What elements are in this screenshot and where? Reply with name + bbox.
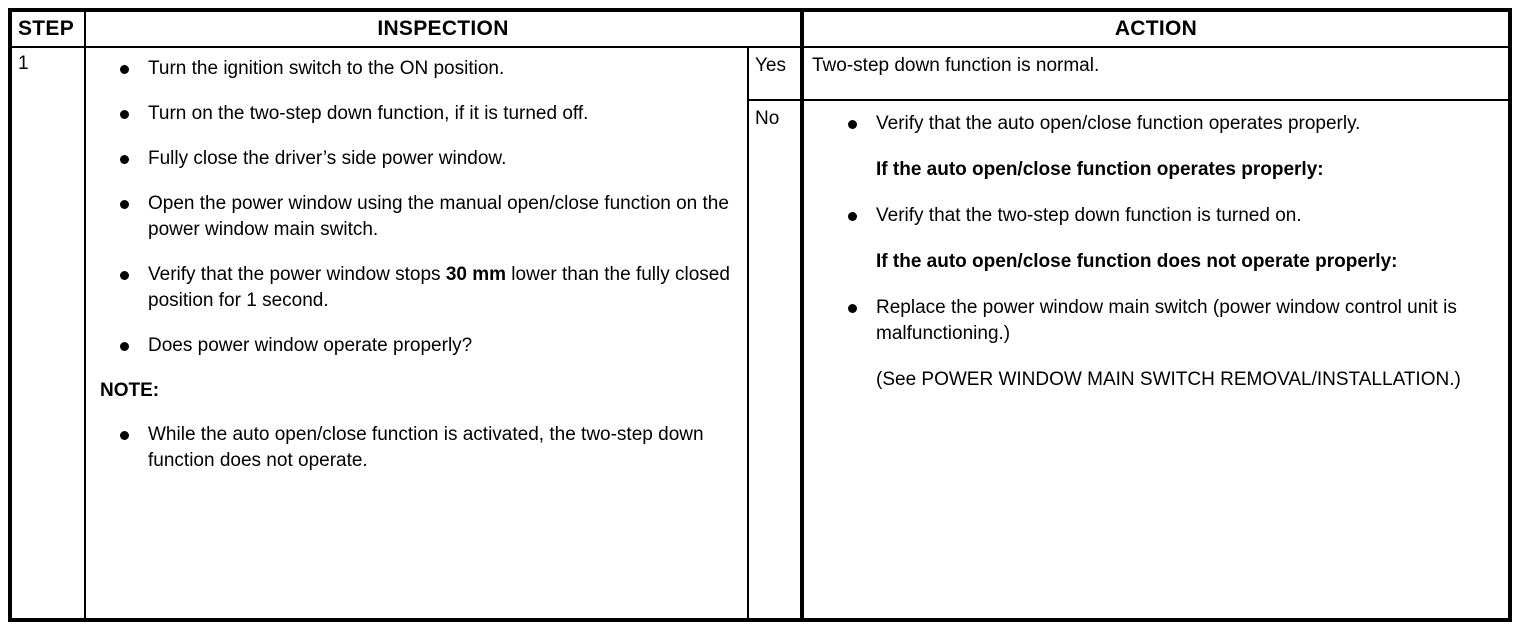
inspection-bullet-list: Turn the ignition switch to the ON posit…	[92, 56, 741, 359]
action-yes-cell: Two-step down function is normal.	[804, 48, 1508, 101]
inspection-bullet-item: Fully close the driver’s side power wind…	[92, 146, 741, 172]
action-bullet-list: Replace the power window main switch (po…	[814, 295, 1498, 347]
bullet-dot-icon	[120, 65, 129, 74]
outcome-label-column: Yes No	[749, 48, 804, 618]
action-bullet-item: Verify that the two-step down function i…	[814, 203, 1498, 229]
action-cell-column: Two-step down function is normal. Verify…	[804, 48, 1508, 618]
action-bullet-text: Verify that the two-step down function i…	[876, 205, 1302, 226]
note-bullet-item: While the auto open/close function is ac…	[92, 422, 741, 474]
table-body-row: 1 Turn the ignition switch to the ON pos…	[12, 48, 1508, 618]
outcome-label-no: No	[755, 108, 780, 129]
step-number-cell: 1	[12, 48, 86, 618]
measurement-text-before: Verify that the power window stops	[148, 264, 446, 285]
action-reference-text: (See POWER WINDOW MAIN SWITCH REMOVAL/IN…	[876, 369, 1461, 390]
bullet-dot-icon	[120, 200, 129, 209]
bullet-dot-icon	[120, 110, 129, 119]
action-bullet-list: Verify that the auto open/close function…	[814, 111, 1498, 137]
bullet-dot-icon	[120, 342, 129, 351]
inspection-question-bullet-item: Does power window operate properly?	[92, 333, 741, 359]
inspection-bullet-item: Turn the ignition switch to the ON posit…	[92, 56, 741, 82]
note-label: NOTE:	[100, 380, 160, 401]
column-header-step: STEP	[12, 12, 86, 46]
action-no-cell: Verify that the auto open/close function…	[804, 101, 1508, 618]
inspection-bullet-item: Turn on the two-step down function, if i…	[92, 101, 741, 127]
action-bullet-text: Replace the power window main switch (po…	[876, 297, 1457, 344]
inspection-bullet-text: Turn the ignition switch to the ON posit…	[148, 58, 505, 79]
inspection-question-text: Does power window operate properly?	[148, 335, 473, 356]
action-bold-heading-2: If the auto open/close function does not…	[876, 251, 1398, 272]
inspection-bullet-text: Fully close the driver’s side power wind…	[148, 148, 507, 169]
bullet-dot-icon	[848, 304, 857, 313]
action-bullet-item: Verify that the auto open/close function…	[814, 111, 1498, 137]
note-bullet-text: While the auto open/close function is ac…	[148, 424, 704, 471]
inspection-bullet-text: Turn on the two-step down function, if i…	[148, 103, 589, 124]
action-bullet-list: Verify that the two-step down function i…	[814, 203, 1498, 229]
inspection-cell: Turn the ignition switch to the ON posit…	[86, 48, 749, 618]
column-header-inspection: INSPECTION	[86, 12, 804, 46]
column-header-action: ACTION	[1114, 17, 1198, 40]
table-header-row: STEP INSPECTION ACTION	[12, 12, 1508, 48]
outcome-label-yes: Yes	[749, 48, 800, 101]
action-bullet-text: Verify that the auto open/close function…	[876, 113, 1361, 134]
bullet-dot-icon	[848, 120, 857, 129]
troubleshooting-table: STEP INSPECTION ACTION 1 Turn the igniti…	[8, 8, 1512, 622]
action-bullet-item: Replace the power window main switch (po…	[814, 295, 1498, 347]
bullet-dot-icon	[120, 155, 129, 164]
bullet-dot-icon	[848, 212, 857, 221]
note-bullet-list: While the auto open/close function is ac…	[92, 422, 741, 474]
inspection-measurement-bullet-item: Verify that the power window stops 30 mm…	[92, 262, 741, 314]
bullet-dot-icon	[120, 431, 129, 440]
action-bold-heading-1: If the auto open/close function operates…	[876, 159, 1324, 180]
inspection-bullet-text: Open the power window using the manual o…	[148, 193, 729, 240]
measurement-text-after: lower than the fully closed position for…	[148, 264, 730, 311]
bullet-dot-icon	[120, 271, 129, 280]
inspection-bullet-item: Open the power window using the manual o…	[92, 191, 741, 243]
measurement-value: 30 mm	[445, 264, 507, 285]
